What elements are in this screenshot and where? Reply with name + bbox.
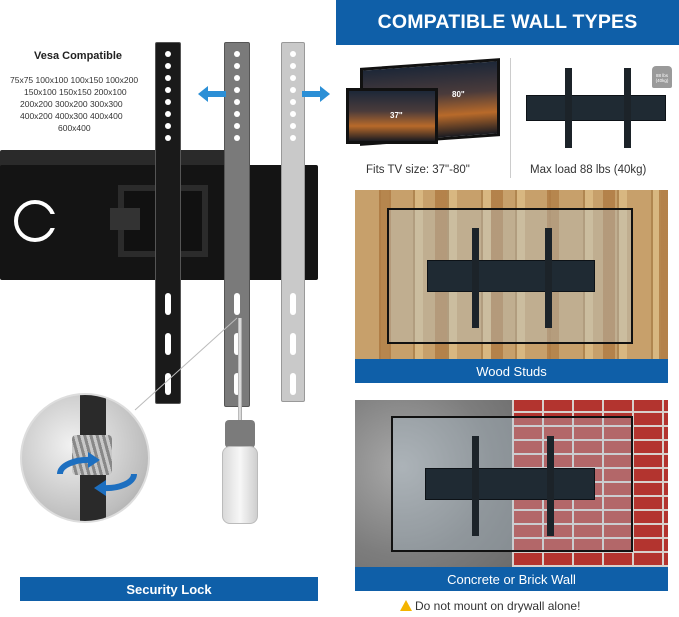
- max-load-caption: Max load 88 lbs (40kg): [530, 164, 647, 176]
- mount-bar: [427, 260, 595, 292]
- warning-text: Do not mount on drywall alone!: [415, 599, 581, 613]
- screwdriver-shaft: [238, 318, 242, 423]
- screwdriver-handle: [222, 446, 258, 524]
- vesa-title: Vesa Compatible: [34, 50, 123, 62]
- mount-arm-right: [545, 228, 552, 328]
- mount-arm-left: [565, 68, 572, 148]
- concrete-brick-image: [355, 400, 668, 567]
- tv-size-large-tag: 80": [452, 90, 465, 99]
- fits-tv-size-caption: Fits TV size: 37"-80": [366, 164, 470, 176]
- zoom-leader-line: [134, 317, 238, 411]
- warning-triangle-icon: [400, 600, 412, 611]
- drywall-warning: Do not mount on drywall alone!: [400, 599, 580, 613]
- vertical-plate-gray: [224, 42, 250, 407]
- logo-gap: [40, 214, 60, 228]
- vesa-line: 600x400: [58, 123, 91, 133]
- wood-studs-image: [355, 190, 668, 359]
- mount-arm-left: [472, 228, 479, 328]
- tv-screen-small: [346, 88, 438, 144]
- vertical-plate-black: [155, 42, 181, 404]
- tv-size-small-tag: 37": [390, 111, 403, 120]
- weight-badge-text: 88 lbs (40kg): [655, 73, 669, 83]
- mount-arm-left: [472, 436, 479, 536]
- vesa-line: 400x200 400x300 400x400: [20, 111, 123, 121]
- vesa-line: 150x100 150x150 200x100: [24, 87, 127, 97]
- security-lock-label: Security Lock: [20, 577, 318, 601]
- security-lock-panel: Vesa Compatible 75x75 100x100 100x150 10…: [0, 0, 335, 617]
- rotate-arrows-icon: [57, 452, 137, 496]
- left-arrow-icon: [198, 86, 226, 102]
- compatible-wall-types-header: COMPATIBLE WALL TYPES: [336, 0, 679, 45]
- mount-arm-right: [624, 68, 631, 148]
- divider: [510, 58, 511, 178]
- vertical-plate-light: [281, 42, 305, 402]
- mount-arm-right: [547, 436, 554, 536]
- weight-icon: 88 lbs (40kg): [652, 66, 672, 88]
- concrete-brick-label: Concrete or Brick Wall: [355, 567, 668, 591]
- mount-bar: [425, 468, 595, 500]
- wood-studs-label: Wood Studs: [355, 359, 668, 383]
- vesa-line: 200x200 300x200 300x300: [20, 99, 123, 109]
- mount-bar: [526, 95, 666, 121]
- vesa-line: 75x75 100x100 100x150 100x200: [10, 75, 139, 85]
- security-lock-zoom: [20, 393, 150, 523]
- screwdriver-grip: [225, 420, 255, 448]
- right-arrow-icon: [302, 86, 330, 102]
- mount-arm: [110, 208, 140, 230]
